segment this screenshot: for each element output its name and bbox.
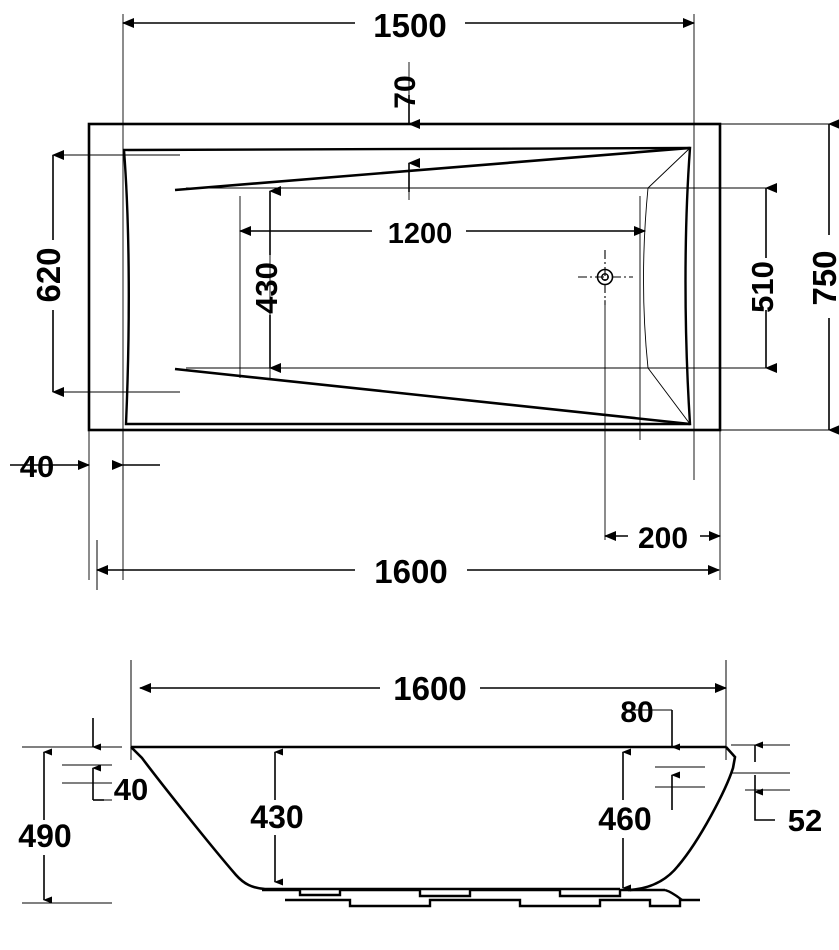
dimension-52-label: 52 [788,803,822,838]
dimension-1200-label: 1200 [388,218,453,250]
dimension-1600-top-view: 1600 [96,540,720,590]
dimension-1500: 1500 [122,7,695,44]
top-view: 1500 70 620 430 1200 [10,7,839,590]
drain-outlet [578,250,633,305]
tub-upper-slope-line [174,146,691,192]
dimension-1600-side-view: 1600 [139,670,727,707]
dimension-490: 490 [18,748,72,904]
dimension-510: 510 [745,183,780,373]
dimension-750: 750 [806,119,839,435]
drain-icon [596,268,614,286]
dimension-80-label: 80 [620,696,653,729]
dimension-620: 620 [30,150,67,397]
dimension-200: 200 [604,522,721,555]
dimension-1500-label: 1500 [373,7,446,44]
dimension-1600-side-label: 1600 [393,670,466,707]
dimension-40-side-label: 40 [114,772,148,807]
tub-outer-rim [87,122,722,432]
dimension-70: 70 [389,75,422,192]
dimension-490-label: 490 [18,818,71,854]
dimension-430: 430 [249,186,284,373]
dimension-200-label: 200 [638,522,688,555]
tub-base-outline [186,147,691,425]
dimension-460-label: 460 [598,801,651,837]
dimension-40-top-view: 40 [10,449,160,484]
dimension-1600-top-label: 1600 [374,553,447,590]
top-view-extension-lines [54,14,833,580]
dimension-70-label: 70 [389,75,422,108]
dimension-750-label: 750 [806,250,839,305]
dimension-1200: 1200 [239,218,646,250]
dimension-620-label: 620 [30,247,67,302]
dimension-40-top-label: 40 [20,449,54,484]
dimension-460: 460 [598,748,652,892]
dimension-430-side-label: 430 [250,799,303,835]
side-view: 1600 80 40 490 430 [18,660,822,908]
dimension-80: 80 [620,696,680,810]
dimension-430-label: 430 [249,262,284,314]
dimension-510-label: 510 [745,261,780,313]
tub-side-right-wall [627,746,737,892]
dimension-430-side-view: 430 [250,748,304,886]
dimension-40-side-view: 40 [92,718,148,807]
tub-base-step-detail [262,888,700,908]
tub-side-left-wall [130,746,620,891]
dimension-52: 52 [754,741,822,838]
tub-lower-slope-line [174,367,691,426]
